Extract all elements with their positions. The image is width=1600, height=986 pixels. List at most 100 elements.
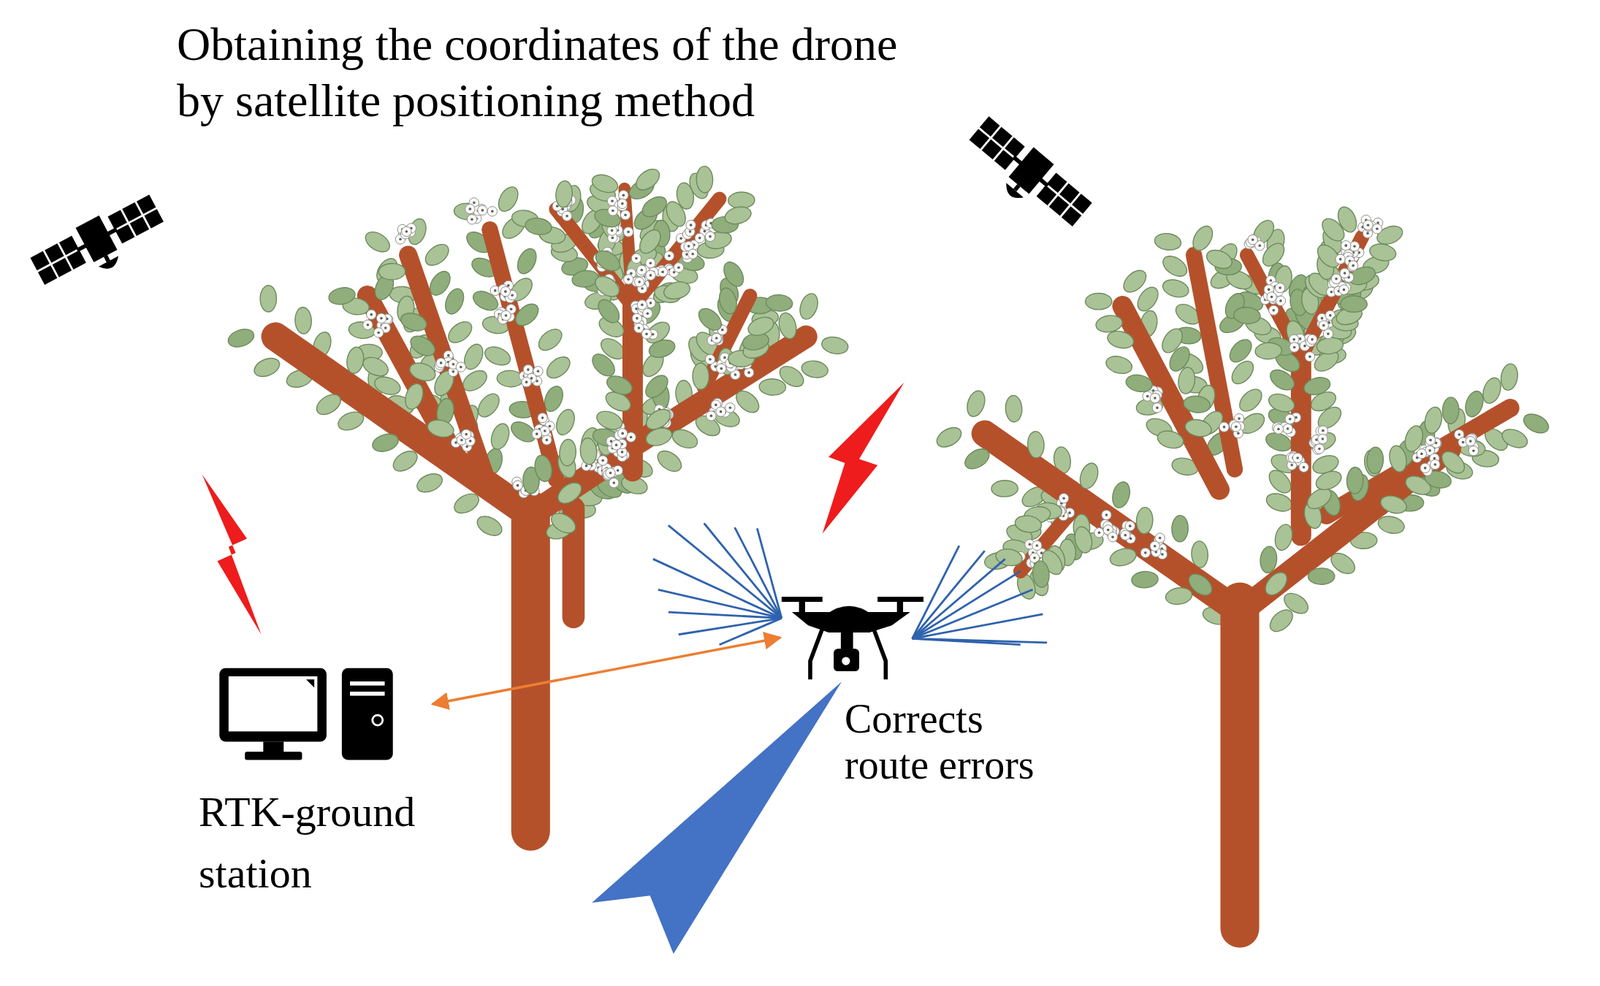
leaf <box>474 512 506 540</box>
petal <box>706 411 716 421</box>
blossom-centre <box>1303 344 1307 348</box>
blossom-centre <box>1328 314 1332 318</box>
blossom-centre <box>1420 452 1424 456</box>
blossom-centre <box>646 311 650 315</box>
blossom-centre <box>452 363 456 367</box>
leaf <box>592 246 624 275</box>
leaf <box>1188 222 1217 255</box>
leaf <box>1442 397 1459 425</box>
blossom-cluster <box>1244 234 1265 251</box>
petal <box>1289 342 1299 353</box>
title: Obtaining the coordinates of the drone b… <box>176 16 923 130</box>
foliage-front <box>961 203 1552 636</box>
blossom-centre <box>640 287 644 291</box>
leaf <box>1280 589 1313 619</box>
drone-dome <box>826 606 871 615</box>
satellite <box>27 189 171 299</box>
blossom-centre <box>1308 355 1312 359</box>
leaf <box>1155 428 1186 451</box>
blossom-centre <box>710 414 714 418</box>
leaf <box>1378 493 1409 517</box>
lidar-beam <box>668 612 782 619</box>
solar-cell <box>122 202 142 222</box>
leaf <box>1376 514 1406 537</box>
leaf <box>1157 325 1187 357</box>
node-label: RTK-ground station <box>198 781 433 905</box>
blossom-centre <box>708 235 712 239</box>
petal <box>1430 459 1440 470</box>
leaf <box>532 453 554 483</box>
blossom-centre <box>637 280 641 284</box>
leaf <box>759 378 787 396</box>
ground-station: RTK-ground station <box>198 664 433 905</box>
blossom-centre <box>447 354 451 358</box>
tree-branch <box>1326 408 1511 516</box>
blossom-centre <box>721 328 725 332</box>
blossom-centre <box>1296 456 1299 460</box>
lidar-beam <box>719 618 782 645</box>
lidar-beam <box>912 638 1021 645</box>
petal <box>623 227 633 237</box>
petal <box>1152 403 1162 413</box>
blossom-centre <box>1105 513 1109 517</box>
blossom-centre <box>470 218 474 222</box>
screen-corner <box>306 679 315 688</box>
blossom-centre <box>1366 223 1370 227</box>
petal <box>716 363 727 374</box>
blossom-cluster <box>1309 425 1329 455</box>
signal-bolt <box>202 474 262 635</box>
blossom-centre <box>1153 545 1157 548</box>
leaf <box>444 317 476 348</box>
leaf <box>554 478 586 508</box>
screen <box>228 676 318 732</box>
petal <box>1269 305 1279 315</box>
leaf <box>1160 276 1191 301</box>
blossom-centre <box>366 323 370 327</box>
blossom-centre <box>1153 396 1157 400</box>
solar-cell <box>115 224 135 244</box>
blossom-centre <box>481 208 485 212</box>
blossom-centre <box>1310 338 1314 342</box>
petal <box>1282 423 1293 434</box>
leaf <box>696 165 714 193</box>
leaf <box>933 423 966 452</box>
blossom-centre <box>729 406 733 410</box>
petal <box>1339 284 1349 295</box>
petal <box>1120 530 1131 540</box>
leaf <box>361 227 394 256</box>
blossom-cluster <box>706 398 735 421</box>
blossom-centre <box>640 303 644 307</box>
leaf <box>727 191 755 209</box>
blossom-centre <box>610 199 614 203</box>
blossom-centre <box>747 371 751 375</box>
foliage-back <box>933 227 1531 627</box>
blossom-centre <box>649 273 653 277</box>
landing-leg <box>810 628 823 680</box>
blossom-centre <box>610 229 614 233</box>
blossom-centre <box>1068 511 1072 515</box>
blossom-centre <box>1155 406 1159 410</box>
blossom-centre <box>1375 227 1379 231</box>
leaf <box>1085 292 1112 310</box>
blossom-cluster <box>1335 252 1359 283</box>
leaf <box>1366 446 1384 475</box>
blossom-centre <box>687 244 691 248</box>
leaf <box>1103 353 1134 377</box>
solar-cell <box>108 209 128 229</box>
leaf <box>482 343 513 369</box>
petal <box>715 406 726 417</box>
tree-branch <box>511 509 551 832</box>
leaf <box>579 437 599 466</box>
blossom-centre <box>708 357 712 361</box>
leaf <box>1235 385 1266 415</box>
leaf <box>1005 395 1023 423</box>
leaf <box>547 509 580 537</box>
blossom-centre <box>672 271 676 274</box>
petal <box>1335 254 1346 264</box>
petal <box>686 219 696 230</box>
leaf <box>1480 375 1505 407</box>
blossom-cluster <box>1219 413 1245 439</box>
blossom-centre <box>651 333 655 337</box>
